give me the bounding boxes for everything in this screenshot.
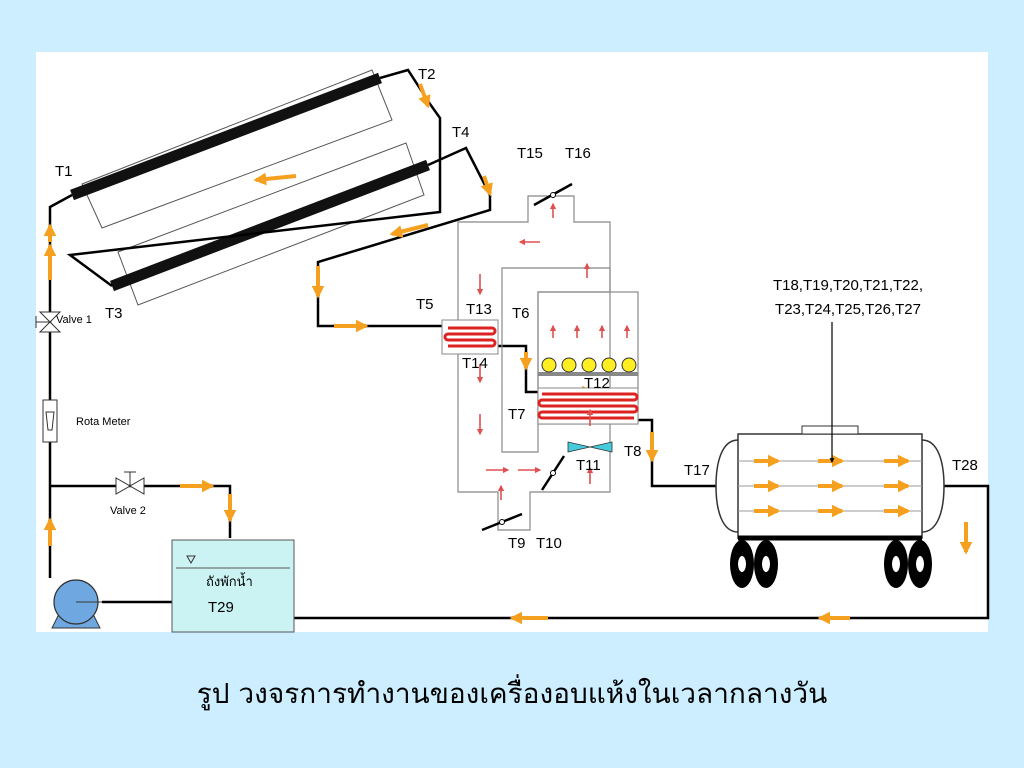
air-flow-arrows <box>476 202 631 500</box>
rota-meter-icon <box>42 399 58 443</box>
figure-caption: รูป วงจรการทำงานของเครื่องอบแห้งในเวลากล… <box>196 677 828 710</box>
label-tank-sensors-1: T18,T19,T20,T21,T22, <box>773 277 923 294</box>
tank-flow-arrows <box>754 454 911 518</box>
water-tank <box>171 539 295 633</box>
label-t29: T29 <box>208 599 234 616</box>
label-water-tank: ถังพักน้ำ <box>206 572 253 590</box>
flow-arrows <box>43 83 973 625</box>
label-t3: T3 <box>105 305 123 322</box>
product-items <box>541 357 637 373</box>
water-level-icon <box>186 555 196 565</box>
heat-exchanger-small <box>441 319 499 355</box>
label-valve-1: Valve 1 <box>56 314 92 326</box>
heat-exchanger-large <box>537 387 639 425</box>
damper-bottom <box>481 512 523 532</box>
label-t16: T16 <box>565 145 591 162</box>
solar-collector-lower <box>110 142 430 306</box>
label-t6: T6 <box>512 305 530 322</box>
label-t12: T12 <box>584 375 610 392</box>
label-t4: T4 <box>452 124 470 141</box>
damper-top <box>533 182 573 207</box>
valve-2-icon <box>115 471 145 495</box>
label-t14: T14 <box>462 355 488 372</box>
damper-middle <box>540 455 566 491</box>
label-t28: T28 <box>952 457 978 474</box>
label-t2: T2 <box>418 66 436 83</box>
label-t15: T15 <box>517 145 543 162</box>
label-t10: T10 <box>536 535 562 552</box>
pump-icon <box>51 579 102 629</box>
label-t17: T17 <box>684 462 710 479</box>
fan-icon <box>567 441 613 453</box>
label-t7: T7 <box>508 406 526 423</box>
storage-tank <box>715 425 945 541</box>
label-tank-sensors-2: T23,T24,T25,T26,T27 <box>775 301 921 318</box>
label-t8: T8 <box>624 443 642 460</box>
label-valve-2: Valve 2 <box>110 505 146 517</box>
label-t9: T9 <box>508 535 526 552</box>
label-t13: T13 <box>466 301 492 318</box>
solar-collector-upper <box>70 69 393 229</box>
label-t5: T5 <box>416 296 434 313</box>
label-t11: T11 <box>576 457 601 474</box>
valve-1-icon <box>35 311 62 333</box>
product-tray <box>538 372 638 376</box>
label-t1: T1 <box>55 163 73 180</box>
label-rota-meter: Rota Meter <box>76 416 131 428</box>
tank-wheels <box>730 540 932 588</box>
